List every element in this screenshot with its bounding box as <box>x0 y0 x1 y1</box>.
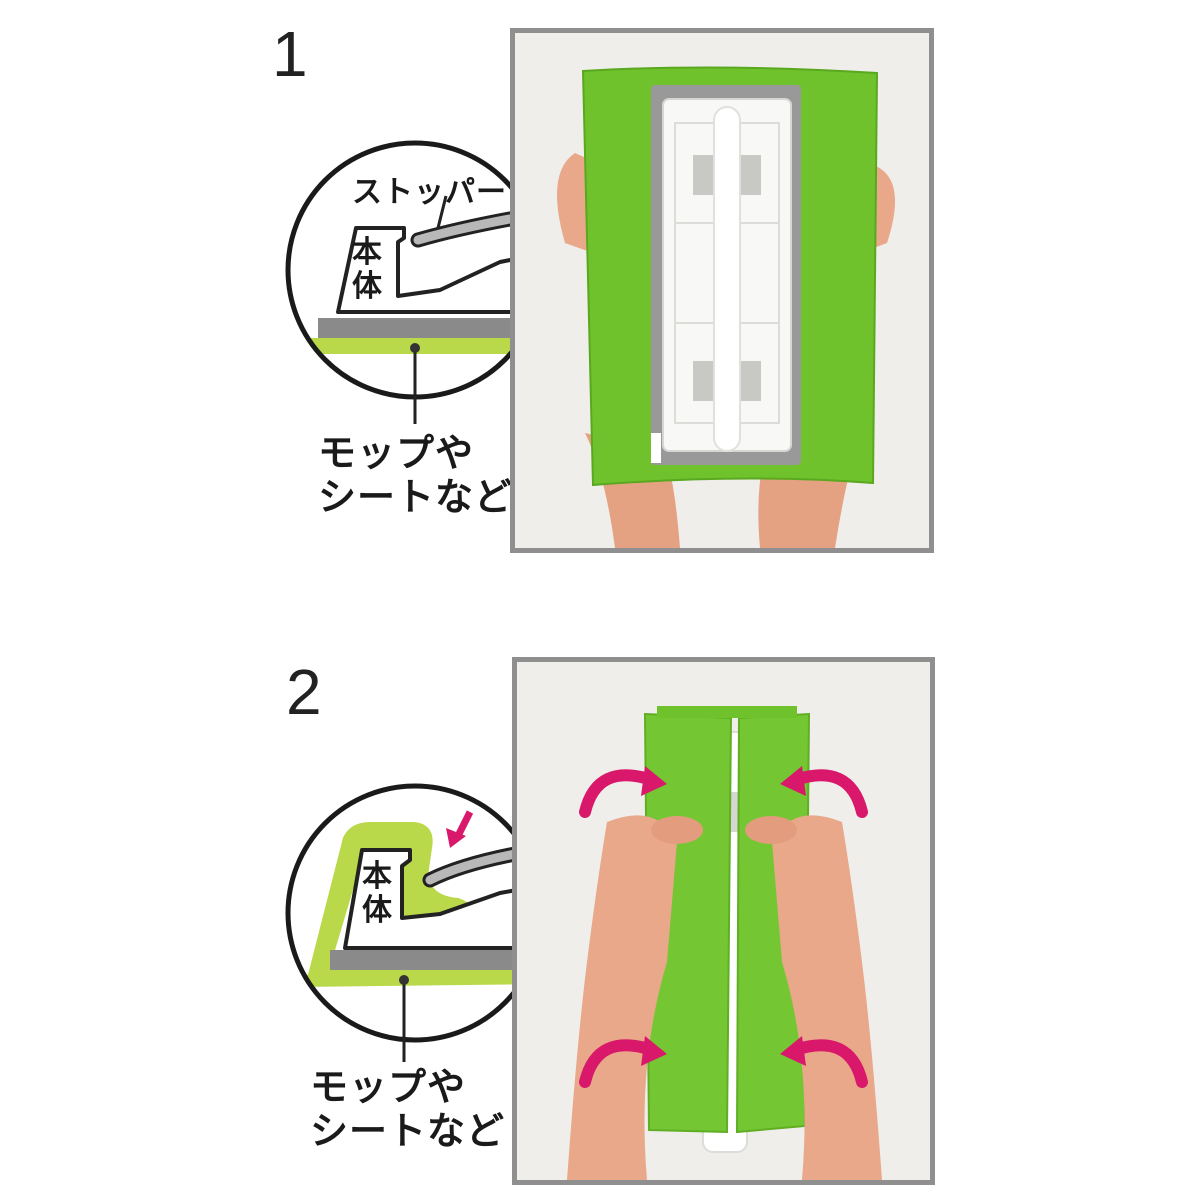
mop-label-line-2: シートなど <box>310 1109 506 1153</box>
gray-plate <box>330 950 542 970</box>
clip <box>693 155 713 195</box>
step-2-inset-circle <box>285 783 545 1062</box>
arrow-bottom-right <box>789 1039 868 1088</box>
body-label-char-2: 体 <box>352 269 383 304</box>
push-arrow <box>446 810 474 848</box>
fold-arrows <box>579 769 868 1088</box>
right-arm <box>772 815 882 1180</box>
mop-label-line-1: モップや <box>310 1065 467 1109</box>
cloth-tag <box>651 433 661 463</box>
left-fingers <box>651 816 703 844</box>
clip <box>741 155 761 195</box>
mop-handle <box>713 106 741 452</box>
mop-label-line-1: モップや <box>318 431 475 475</box>
step-1-number: 1 <box>272 18 308 90</box>
body-label-char-1: 本 <box>362 859 393 894</box>
left-arm <box>567 815 677 1180</box>
step-2-photo-frame <box>512 657 935 1185</box>
arrow-bottom-left <box>579 1039 658 1088</box>
body-label-char-2: 体 <box>362 893 393 928</box>
body-shape <box>336 226 542 314</box>
step-1-photo-frame <box>510 28 934 553</box>
right-fingers <box>745 816 797 844</box>
cloth-top <box>657 706 797 718</box>
body-label-char-1: 本 <box>352 235 383 270</box>
clip <box>693 361 713 401</box>
arrow-top-left <box>579 769 658 818</box>
gray-plate <box>318 318 542 338</box>
stopper-label: ストッパー <box>352 175 507 210</box>
arrow-top-right <box>789 769 868 818</box>
step-2-number: 2 <box>286 656 322 728</box>
clip <box>741 361 761 401</box>
step-1-photo <box>515 33 929 548</box>
step-2-photo <box>517 662 930 1180</box>
mop-label-line-2: シートなど <box>318 475 514 519</box>
